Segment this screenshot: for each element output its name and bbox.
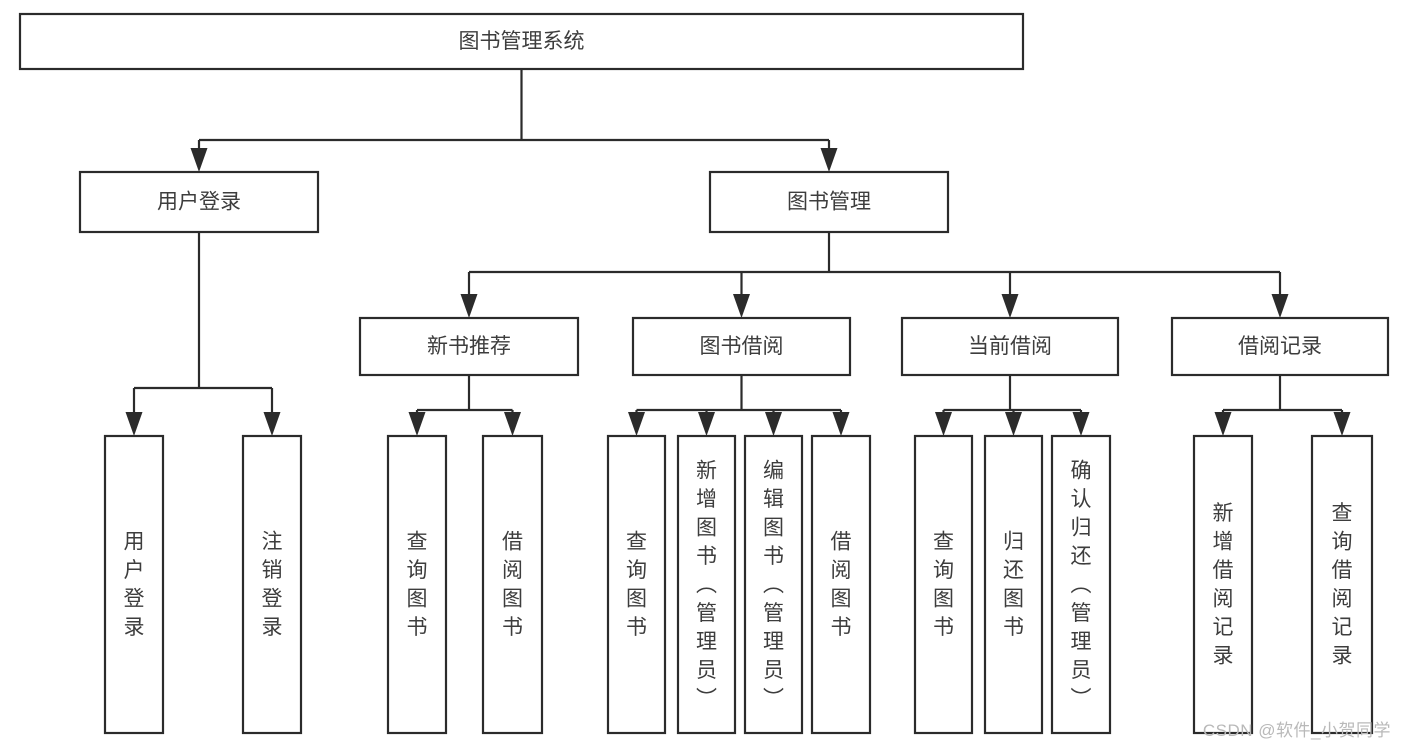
record-arrow-0 [1214,412,1232,436]
node-label-leaf-10: 确认归还︵管理员︶ [1071,459,1092,710]
node-leaf-编辑图书管理员[interactable] [743,434,804,735]
book-mgmt-arrow-0 [460,294,478,318]
node-leaf-查询借阅记录[interactable] [1310,434,1374,735]
current-arrow-0 [935,412,952,436]
nodes-layer: 图书管理系统用户登录图书管理新书推荐图书借阅当前借阅借阅记录用户登录注销登录查询… [18,12,1390,735]
node-level3-新书推荐[interactable] [358,316,580,377]
node-leaf-归还图书[interactable] [983,434,1044,735]
borrow-arrow-3 [832,412,850,436]
node-leaf-注销登录[interactable] [241,434,303,735]
node-label-level3-2: 当前借阅 [968,335,1052,358]
node-leaf-确认归还管理员[interactable] [1050,434,1112,735]
node-label-level2-0: 用户登录 [157,191,241,214]
node-level2-用户登录[interactable] [78,170,320,234]
newbook-arrow-0 [408,412,426,436]
borrow-arrow-0 [628,412,645,436]
root-arrow-0 [190,148,208,172]
node-label-leaf-0: 用户登录 [124,531,145,640]
node-leaf-查询图书[interactable] [913,434,974,735]
node-leaf-查询图书[interactable] [386,434,448,735]
edges-layer [125,69,1351,436]
node-label-leaf-8: 查询图书 [933,531,954,640]
node-label-leaf-2: 查询图书 [407,531,428,640]
node-label-root: 图书管理系统 [459,30,585,53]
current-arrow-2 [1072,412,1090,436]
node-label-leaf-3: 借阅图书 [502,531,523,640]
node-label-leaf-5: 新增图书︵管理员︶ [696,459,717,710]
node-label-level3-1: 图书借阅 [700,335,784,358]
book-mgmt-arrow-1 [733,294,750,318]
root-arrow-1 [820,148,838,172]
node-level2-图书管理[interactable] [708,170,950,234]
node-level3-借阅记录[interactable] [1170,316,1390,377]
node-label-leaf-12: 查询借阅记录 [1332,502,1353,668]
newbook-arrow-1 [504,412,521,436]
node-leaf-借阅图书[interactable] [810,434,872,735]
node-label-leaf-7: 借阅图书 [831,531,852,640]
node-level3-当前借阅[interactable] [900,316,1120,377]
node-leaf-查询图书[interactable] [606,434,667,735]
login-arrow-0 [125,412,143,436]
login-arrow-1 [263,412,281,436]
book-mgmt-arrow-3 [1271,294,1289,318]
node-label-level3-3: 借阅记录 [1238,335,1322,358]
node-leaf-借阅图书[interactable] [481,434,544,735]
book-mgmt-arrow-2 [1001,294,1019,318]
node-leaf-新增图书管理员[interactable] [676,434,737,735]
node-root-图书管理系统[interactable] [18,12,1025,71]
node-label-level3-0: 新书推荐 [427,335,511,358]
current-arrow-1 [1005,412,1022,436]
record-arrow-1 [1333,412,1351,436]
node-label-leaf-4: 查询图书 [626,531,647,640]
node-label-leaf-6: 编辑图书︵管理员︶ [763,459,784,710]
borrow-arrow-1 [698,412,715,436]
node-leaf-用户登录[interactable] [103,434,165,735]
node-label-leaf-11: 新增借阅记录 [1213,502,1234,668]
csdn-watermark: CSDN @软件_小贺同学 [1202,721,1391,740]
borrow-arrow-2 [765,412,782,436]
node-label-level2-1: 图书管理 [787,191,871,214]
node-leaf-新增借阅记录[interactable] [1192,434,1254,735]
node-label-leaf-1: 注销登录 [262,531,283,640]
node-level3-图书借阅[interactable] [631,316,852,377]
node-label-leaf-9: 归还图书 [1003,531,1024,640]
